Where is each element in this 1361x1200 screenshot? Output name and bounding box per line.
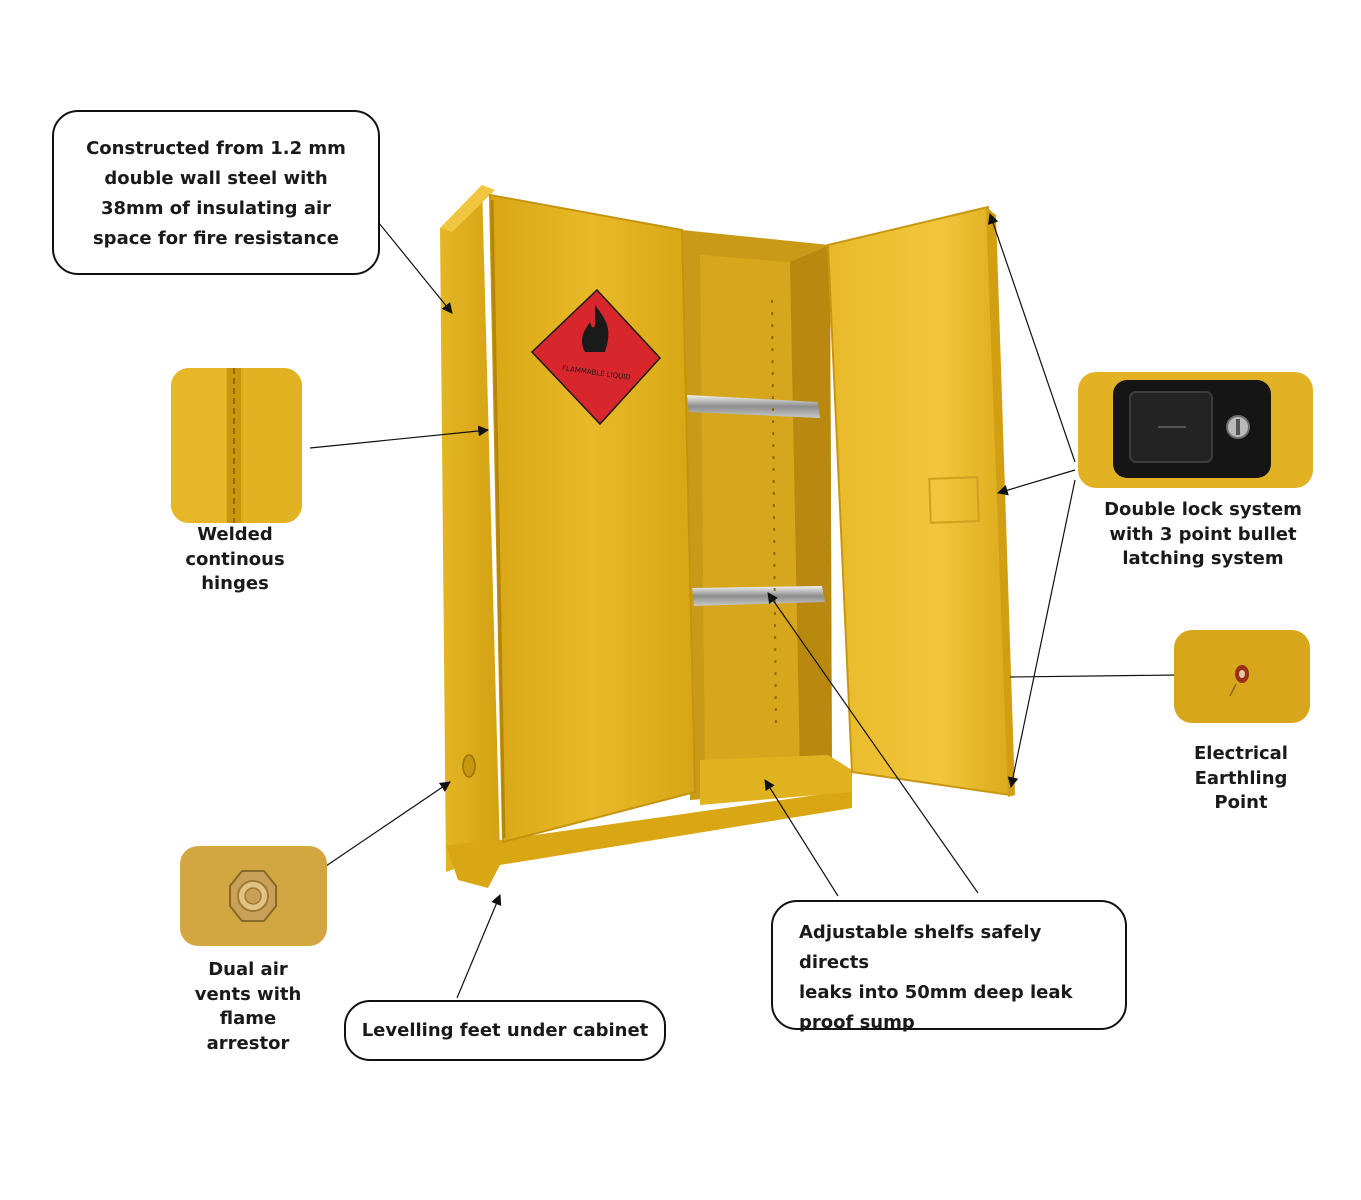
left-door-hinge: [490, 199, 506, 839]
arrow-feet: [456, 894, 502, 999]
earthing-caption: Electrical Earthling Point: [1194, 743, 1288, 813]
construction-line-4: space for fire resistance: [92, 228, 340, 249]
pointer-lines: [309, 211, 1179, 999]
shelves-callout: Adjustable shelfs safely directs leaks i…: [771, 900, 1127, 1033]
hinges-caption: Welded continous hinges: [185, 524, 285, 594]
cabinet-side-panel: [440, 185, 500, 872]
arrow-top-latch: [988, 212, 1076, 463]
construction-line-2: double wall steel with: [104, 168, 328, 189]
right-door-edge: [986, 207, 1015, 797]
arrow-hinges: [309, 425, 490, 449]
arrow-shelves: [767, 592, 979, 894]
interior-right-wall: [790, 245, 832, 790]
cabinet: [440, 185, 1015, 888]
arrow-vents: [325, 781, 451, 867]
shelves-line-2: leaks into 50mm deep leak: [799, 982, 1073, 1003]
lock-caption: Double lock system with 3 point bullet l…: [1104, 499, 1302, 569]
levelling-feet-callout: Levelling feet under cabinet: [344, 1000, 666, 1061]
cabinet-base-plinth: [446, 790, 852, 888]
shelf-upper: [687, 395, 820, 418]
construction-callout: Constructed from 1.2 mm double wall stee…: [52, 110, 380, 275]
arrow-sump: [764, 779, 839, 897]
flame-icon: [582, 305, 609, 352]
flammable-hazard-sign: FLAMMABLE LIQUID: [530, 288, 662, 426]
earthing-point-photo: [1174, 630, 1310, 723]
arrow-construction: [369, 211, 453, 314]
arrow-bottom-latch: [1007, 479, 1076, 789]
shelves-line-3: proof sump: [799, 1012, 915, 1033]
hinge-detail-photo: [171, 368, 302, 523]
interior-back-panel: [700, 255, 800, 780]
shelf-lower: [692, 586, 825, 606]
lock-detail-photo: [1078, 372, 1313, 488]
line-earth: [1009, 674, 1179, 678]
air-vent-photo: [180, 846, 327, 946]
arrow-middle-latch: [996, 469, 1076, 496]
air-vent: [462, 754, 476, 778]
right-door: [826, 205, 1012, 797]
left-door: [488, 193, 697, 844]
construction-line-1: Constructed from 1.2 mm: [86, 138, 346, 159]
vents-caption: Dual air vents with flame arrestor: [194, 959, 302, 1054]
cabinet-top-edge: [440, 185, 495, 232]
leak-sump: [700, 755, 852, 805]
construction-line-3: 38mm of insulating air: [100, 198, 332, 219]
door-latch-plate: [928, 476, 980, 524]
shelves-line-1: Adjustable shelfs safely directs: [799, 922, 1042, 973]
